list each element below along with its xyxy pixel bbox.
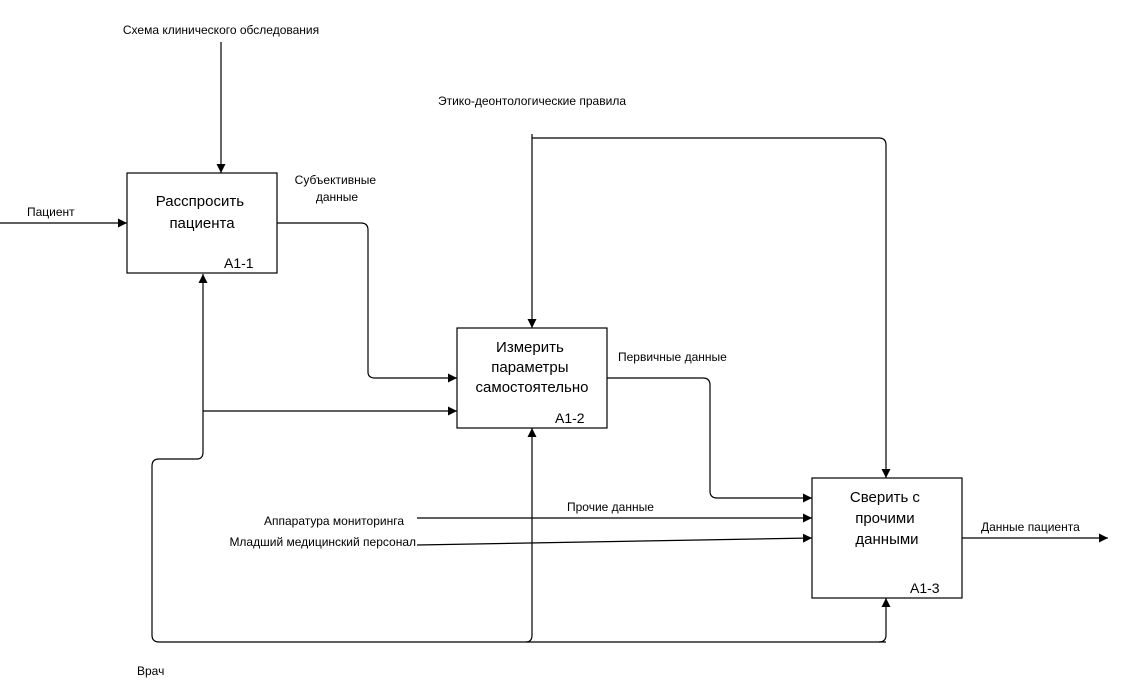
subjective-label-line: Субъективные bbox=[295, 173, 377, 187]
svg-text:Измерить параметры: Измерить параметры самостоятельно bbox=[476, 339, 589, 396]
ethics-control-arrow-a1-3 bbox=[532, 137, 891, 478]
box-title-line: прочими bbox=[855, 510, 914, 527]
box-code: A1-1 bbox=[224, 255, 254, 271]
box-title-line: самостоятельно bbox=[476, 379, 589, 396]
patient-label: Пациент bbox=[27, 205, 75, 219]
box-title-line: Расспросить bbox=[156, 193, 244, 210]
svg-text:Расспросить пациента: Расспросить пациента bbox=[156, 193, 248, 232]
activity-box-a1-1: Расспросить пациента A1-1 bbox=[126, 172, 278, 274]
activity-box-a1-2: Измерить параметры самостоятельно A1-2 bbox=[456, 327, 608, 429]
ethics-label: Этико-деонтологические правила bbox=[438, 94, 626, 108]
box-code: A1-3 bbox=[910, 580, 940, 596]
activity-box-a1-3: Сверить с прочими данными A1-3 bbox=[811, 477, 963, 599]
patient-data-label: Данные пациента bbox=[981, 520, 1080, 534]
box-title-line: Сверить с bbox=[850, 489, 921, 506]
primary-data-label: Первичные данные bbox=[618, 350, 727, 364]
box-title-line: параметры bbox=[491, 359, 568, 376]
doctor-label: Врач bbox=[137, 664, 164, 678]
other-data-label: Прочие данные bbox=[567, 500, 654, 514]
doctor-mechanism-arrow-a1-1 bbox=[151, 274, 886, 643]
subjective-data-arrow bbox=[277, 222, 457, 383]
box-code: A1-2 bbox=[555, 410, 585, 426]
schema-label: Схема клинического обследования bbox=[123, 23, 319, 37]
junior-staff-arrow bbox=[416, 533, 813, 546]
svg-text:Субъективные данные: Субъективные данные bbox=[295, 173, 380, 204]
doctor-mechanism-arrow-a1-3 bbox=[878, 598, 891, 643]
doctor-mechanism-arrow-a1-2 bbox=[525, 428, 537, 643]
box-title-line: Измерить bbox=[496, 339, 564, 356]
subjective-label-line: данные bbox=[316, 190, 359, 204]
junior-staff-label: Младший медицинский персонал bbox=[229, 535, 416, 549]
box-title-line: пациента bbox=[169, 215, 235, 232]
monitoring-label: Аппаратура мониторинга bbox=[264, 514, 404, 528]
primary-data-arrow bbox=[607, 377, 812, 503]
svg-text:Сверить с прочими: Сверить с прочими данными bbox=[850, 489, 924, 548]
box-title-line: данными bbox=[855, 531, 918, 548]
